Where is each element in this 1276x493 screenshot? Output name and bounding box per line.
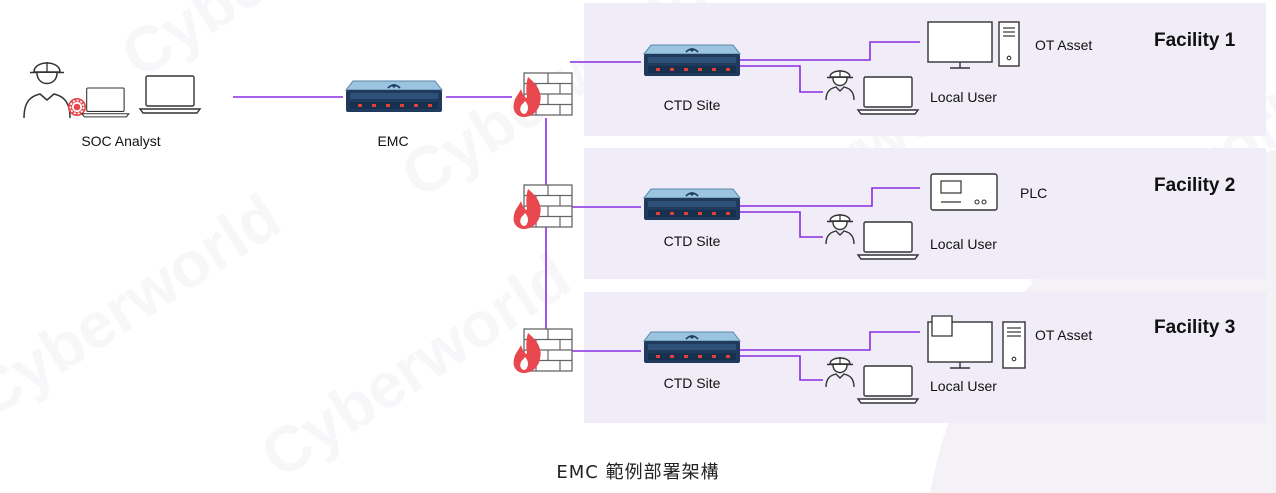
ot-asset-label: OT Asset bbox=[1035, 37, 1092, 53]
facility-1-title: Facility 1 bbox=[1154, 30, 1236, 51]
desktop-document-icon bbox=[927, 315, 1026, 369]
local-user-label: Local User bbox=[930, 236, 997, 252]
soc-laptop-small-icon bbox=[81, 87, 130, 118]
ctd-site-server-icon bbox=[643, 44, 741, 77]
ot-asset-label: OT Asset bbox=[1035, 327, 1092, 343]
facility-2-title: Facility 2 bbox=[1154, 175, 1235, 196]
ctd-site-server-icon bbox=[643, 188, 741, 221]
ctd-site-label: CTD Site bbox=[664, 375, 721, 391]
watermark-text: Cyberworld bbox=[0, 180, 293, 432]
ctd-site-server-icon bbox=[643, 331, 741, 364]
plc-label: PLC bbox=[1020, 185, 1047, 201]
diagram-caption: EMC 範例部署架構 bbox=[556, 462, 720, 483]
facility-3-title: Facility 3 bbox=[1154, 317, 1235, 338]
local-user-label: Local User bbox=[930, 89, 997, 105]
connection-lines bbox=[233, 41, 920, 381]
desktop-tower-icon bbox=[927, 21, 1020, 69]
soc-laptop-icon bbox=[139, 75, 201, 114]
local-user-label: Local User bbox=[930, 378, 997, 394]
emc-label: EMC bbox=[377, 133, 408, 149]
firewall-icon bbox=[512, 184, 573, 230]
ctd-site-label: CTD Site bbox=[664, 233, 721, 249]
soc-analyst-label: SOC Analyst bbox=[81, 133, 160, 149]
soc-analyst-icon bbox=[23, 62, 86, 119]
ctd-site-label: CTD Site bbox=[664, 97, 721, 113]
emc-server-icon bbox=[345, 80, 443, 113]
plc-icon bbox=[930, 173, 998, 211]
